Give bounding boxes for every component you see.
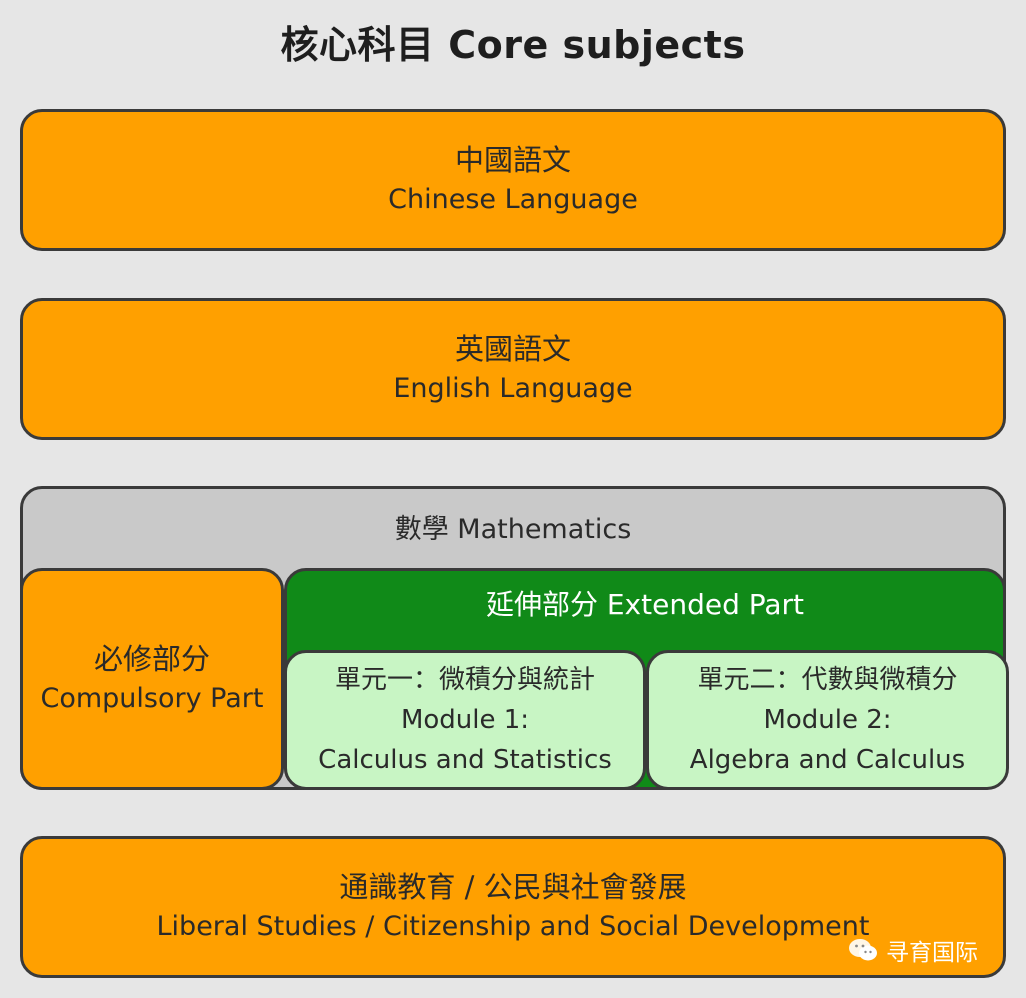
module-1-label: Module 1: [400, 705, 530, 735]
chinese-language-en: Chinese Language [388, 184, 638, 215]
module-2-box: 單元二：代數與微積分 Module 2: Algebra and Calculu… [646, 650, 1009, 790]
liberal-studies-en: Liberal Studies / Citizenship and Social… [156, 911, 870, 942]
liberal-studies-zh: 通識教育 / 公民與社會發展 [339, 870, 687, 904]
extended-part-box: 延伸部分 Extended Part 單元一：微積分與統計 Module 1: … [284, 568, 1009, 790]
compulsory-part-en: Compulsory Part [40, 683, 264, 714]
module-2-name: Algebra and Calculus [689, 745, 966, 775]
compulsory-part-zh: 必修部分 [93, 642, 210, 676]
liberal-studies-box: 通識教育 / 公民與社會發展 Liberal Studies / Citizen… [20, 836, 1006, 978]
watermark: 寻育国际 [848, 933, 978, 967]
module-2-label: Module 2: [763, 705, 892, 735]
compulsory-part-box: 必修部分 Compulsory Part [20, 568, 284, 790]
module-1-box: 單元一：微積分與統計 Module 1: Calculus and Statis… [284, 650, 646, 790]
mathematics-box: 數學 Mathematics 必修部分 Compulsory Part 延伸部分… [20, 486, 1009, 790]
module-2-zh: 單元二：代數與微積分 [697, 665, 958, 695]
extended-part-title: 延伸部分 Extended Part [485, 588, 805, 621]
module-1-name: Calculus and Statistics [318, 745, 612, 775]
mathematics-title: 數學 Mathematics [394, 514, 632, 545]
watermark-text: 寻育国际 [886, 940, 978, 966]
module-1-zh: 單元一：微積分與統計 [334, 665, 595, 695]
page-title: 核心科目 Core subjects [280, 23, 746, 67]
chinese-language-zh: 中國語文 [454, 143, 571, 177]
english-language-en: English Language [393, 373, 633, 404]
english-language-zh: 英國語文 [454, 332, 571, 366]
wechat-icon [849, 939, 877, 961]
chinese-language-box: 中國語文 Chinese Language [20, 109, 1006, 251]
english-language-box: 英國語文 English Language [20, 298, 1006, 440]
